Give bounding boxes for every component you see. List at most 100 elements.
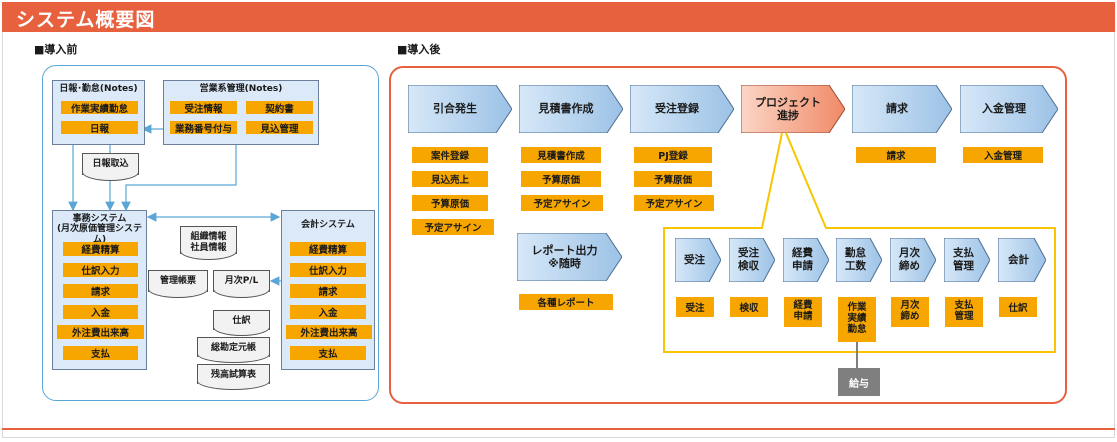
nippo-torikomi-doc: 日報取込 (82, 153, 139, 181)
page-title: システム概要図 (16, 9, 156, 31)
chevron-shape (675, 238, 721, 282)
eigyo-system: 営業系管理(Notes) 受注情報 契約書 業務番号付与 見込管理 (163, 80, 319, 145)
jimu-item: 支払 (63, 346, 138, 360)
detail-step: 月次 締め (890, 238, 936, 282)
nippo-item: 日報 (61, 121, 138, 135)
detail-step-label: 月次 締め (899, 247, 920, 272)
flow-item: 見積書作成 (521, 147, 601, 163)
eigyo-item: 業務番号付与 (170, 121, 237, 135)
chevron-shape (519, 85, 623, 133)
eigyo-item: 見込管理 (246, 121, 313, 135)
flow-item: 請求 (856, 147, 936, 163)
detail-step-label: 経費 申請 (792, 247, 813, 272)
kyuyo-box: 給与 (838, 368, 880, 396)
kaikei-system: 会計システム 経費精算 仕訳入力 請求 入金 外注費出来高 支払 (281, 210, 375, 370)
report-item: 各種レポート (519, 294, 613, 310)
kaikei-item: 外注費出来高 (286, 325, 372, 339)
flow-step-mitsumori: 見積書作成 (519, 85, 623, 133)
flow-step-label: プロジェクト 進捗 (755, 95, 821, 122)
chevron-shape (517, 233, 622, 281)
detail-step: 支払 管理 (944, 238, 990, 282)
chevron-shape (783, 238, 829, 282)
detail-step: 経費 申請 (783, 238, 829, 282)
flow-step-label: 受注登録 (655, 102, 699, 116)
detail-step-label: 勤怠 工数 (845, 247, 866, 272)
flow-item: PJ登録 (634, 147, 712, 163)
jimu-system: 事務システム (月次原価管理システム) 経費精算 仕訳入力 請求 入金 外注費出… (52, 210, 147, 370)
detail-step: 受注 検収 (729, 238, 775, 282)
flow-step-label: 入金管理 (982, 102, 1026, 116)
detail-item: 経費 申請 (784, 297, 822, 327)
chevron-shape (836, 238, 882, 282)
jimu-item: 請求 (63, 284, 138, 298)
flow-item: 予算原価 (412, 195, 488, 211)
detail-step-label: 会計 (1008, 253, 1029, 266)
kaikei-item: 仕訳入力 (290, 263, 366, 277)
eigyo-system-title: 営業系管理(Notes) (199, 84, 283, 94)
flow-step-juchu: 受注登録 (630, 85, 734, 133)
flow-item: 見込売上 (412, 171, 488, 187)
chevron-shape (998, 238, 1046, 282)
jimu-system-title: 事務システム (月次原価管理システム) (56, 214, 143, 245)
flow-step-label: 引合発生 (433, 102, 477, 116)
detail-item: 支払 管理 (945, 297, 983, 327)
detail-item: 検収 (730, 297, 768, 317)
chevron-shape (852, 85, 952, 133)
flow-step-hikiai: 引合発生 (408, 85, 512, 133)
title-bar: システム概要図 (2, 2, 1115, 32)
bottom-rule (2, 428, 1115, 430)
detail-step: 勤怠 工数 (836, 238, 882, 282)
flow-step-nyukin: 入金管理 (960, 85, 1058, 133)
soshiki-doc: 組織情報 社員情報 (180, 226, 237, 260)
detail-step: 会計 (998, 238, 1046, 282)
detail-step-label: 受注 検収 (738, 247, 759, 272)
kaikei-item: 入金 (290, 305, 366, 319)
eigyo-item: 契約書 (246, 101, 313, 115)
chevron-shape (960, 85, 1058, 133)
sokanjo-doc: 総勘定元帳 (197, 337, 270, 363)
flow-item: 予定アサイン (634, 195, 714, 211)
chevron-shape (741, 85, 845, 133)
flow-item: 予算原価 (521, 171, 601, 187)
flow-step-label: 請求 (886, 102, 908, 116)
jimu-item: 経費精算 (63, 242, 138, 256)
detail-item: 作業 実績 勤怠 (838, 297, 876, 342)
flow-step-seikyu: 請求 (852, 85, 952, 133)
chevron-shape (630, 85, 734, 133)
jimu-item: 外注費出来高 (57, 325, 144, 339)
flow-item: 予定アサイン (521, 195, 603, 211)
before-section-label: ■導入前 (34, 43, 78, 56)
detail-step: 受注 (675, 238, 721, 282)
flow-item: 予定アサイン (412, 219, 494, 235)
zandaka-doc: 残高試算表 (197, 364, 270, 390)
shiwake-doc: 仕訳 (213, 310, 270, 336)
flow-item: 案件登録 (412, 147, 488, 163)
before-panel (42, 65, 379, 401)
chevron-shape (729, 238, 775, 282)
chevron-shape (944, 238, 990, 282)
chevron-shape (408, 85, 512, 133)
chevron-shape (890, 238, 936, 282)
flow-step-label: レポート出力 ※随時 (531, 243, 598, 270)
eigyo-item: 受注情報 (170, 101, 237, 115)
kaikei-item: 支払 (290, 346, 366, 360)
kaikei-item: 請求 (290, 284, 366, 298)
detail-step-label: 受注 (684, 253, 705, 266)
nippo-system-title: 日報･勤怠(Notes) (59, 84, 138, 94)
jimu-item: 入金 (63, 305, 138, 319)
detail-step-label: 支払 管理 (953, 247, 974, 272)
jimu-item: 仕訳入力 (63, 263, 138, 277)
detail-item: 月次 締め (891, 297, 929, 327)
detail-item: 仕訳 (999, 297, 1037, 317)
nippo-system: 日報･勤怠(Notes) 作業実績勤怠 日報 (52, 80, 145, 145)
nippo-item: 作業実績勤怠 (61, 101, 138, 115)
after-section-label: ■導入後 (397, 43, 441, 56)
kaikei-system-title: 会計システム (301, 220, 355, 230)
flow-item: 予算原価 (634, 171, 712, 187)
detail-item: 受注 (676, 297, 714, 317)
after-panel (389, 66, 1067, 404)
kaikei-item: 経費精算 (290, 242, 366, 256)
flow-step-project: プロジェクト 進捗 (741, 85, 845, 133)
flow-step-label: 見積書作成 (538, 102, 594, 116)
